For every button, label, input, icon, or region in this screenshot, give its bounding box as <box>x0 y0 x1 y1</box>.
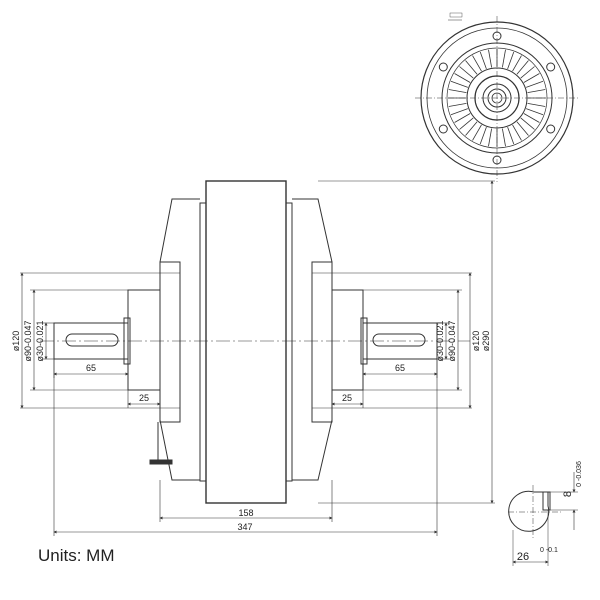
dim-flange-left: 25 <box>139 393 149 403</box>
end-view-fin <box>527 89 546 94</box>
dim-shaft-right: 65 <box>395 363 405 373</box>
end-view-fins <box>448 49 546 147</box>
rotor-body <box>205 180 287 504</box>
end-view-fin <box>501 128 506 147</box>
end-view-fin <box>488 49 493 68</box>
end-view-fin <box>454 73 471 83</box>
end-view-fin <box>459 66 474 79</box>
dim-d30-left: ø30-0.021 <box>35 320 45 361</box>
end-view-fin <box>479 51 487 70</box>
end-view-fin <box>448 89 467 94</box>
dim-d90-left: ø90-0.047 <box>23 320 33 361</box>
end-view-fin <box>472 124 482 141</box>
dim-d30-right: ø30-0.021 <box>435 320 445 361</box>
dim-key-tolerance: 0 -0.036 <box>576 461 583 487</box>
end-view-fin <box>450 108 469 116</box>
side-view <box>53 180 438 504</box>
end-view-fin <box>488 128 493 147</box>
end-view <box>415 12 580 182</box>
dim-overall-length: 347 <box>237 522 252 532</box>
end-view-bolt <box>438 62 448 72</box>
end-view-fin <box>516 60 529 75</box>
end-view-fin <box>512 124 522 141</box>
end-view-fin <box>523 113 540 123</box>
dim-body-length: 158 <box>238 508 253 518</box>
end-view-fin <box>520 117 535 130</box>
dim-d120-left: ø120 <box>11 331 21 352</box>
end-view-fin <box>459 117 474 130</box>
flange-left <box>127 289 161 391</box>
end-view-fin <box>512 55 522 72</box>
end-view-fin <box>472 55 482 72</box>
dim-key-width-tolerance: 0 -0.1 <box>540 547 558 554</box>
end-view-crosshair <box>415 16 580 182</box>
end-view-fin <box>523 73 540 83</box>
key-section <box>508 472 578 566</box>
dim-d90-right: ø90-0.047 <box>447 320 457 361</box>
end-view-fin <box>516 121 529 136</box>
lead-wire <box>149 459 173 465</box>
dimension-labels: 347 158 65 65 25 25 ø120 ø90-0.047 ø30-0… <box>11 320 491 532</box>
end-view-fin <box>450 80 469 88</box>
end-view-fin <box>520 66 535 79</box>
units-label: Units: MM <box>38 546 115 565</box>
dim-key-width: 26 <box>517 551 529 563</box>
end-view-fin <box>454 113 471 123</box>
end-view-fin <box>465 121 478 136</box>
dimension-lines <box>20 180 495 536</box>
key-labels: 8 0 -0.036 26 0 -0.1 <box>517 461 583 563</box>
dim-key-height: 8 <box>562 491 574 497</box>
dim-d290-right: ø290 <box>481 331 491 352</box>
dim-d120-right: ø120 <box>471 331 481 352</box>
dim-flange-right: 25 <box>342 393 352 403</box>
end-view-bolt <box>546 124 556 134</box>
dim-shaft-left: 65 <box>86 363 96 373</box>
end-view-bolt <box>546 62 556 72</box>
end-view-fin <box>525 108 544 116</box>
end-view-fin <box>501 49 506 68</box>
flange-right <box>331 289 364 391</box>
end-view-fin <box>479 126 487 145</box>
end-view-bolt <box>438 124 448 134</box>
end-view-fin <box>507 51 515 70</box>
end-view-fin <box>465 60 478 75</box>
end-view-fin <box>525 80 544 88</box>
end-view-fin <box>507 126 515 145</box>
end-view-fin <box>448 102 467 107</box>
end-view-fin <box>527 102 546 107</box>
